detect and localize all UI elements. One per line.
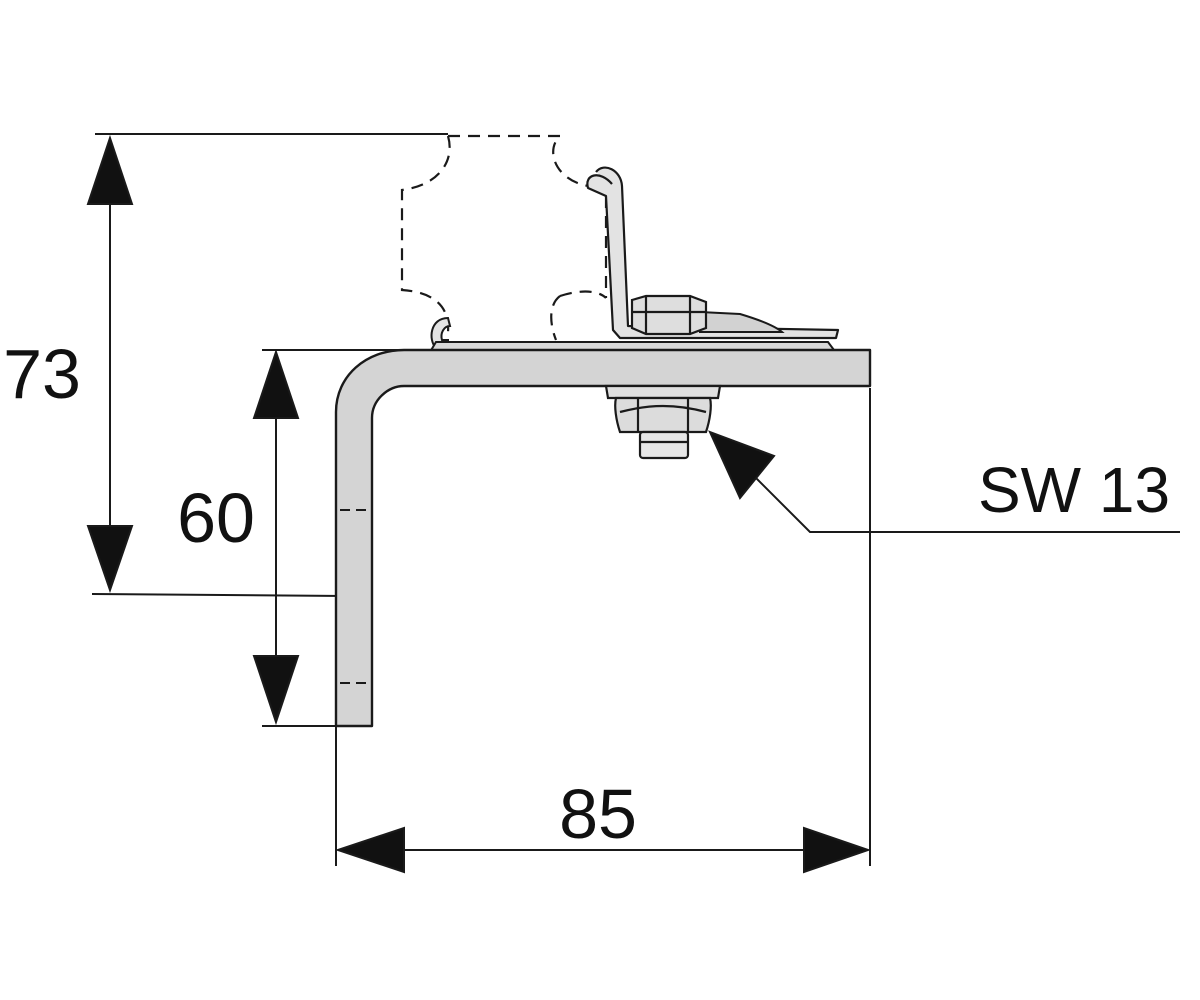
arrow-60-bottom	[252, 655, 300, 726]
leader-sw13	[749, 471, 1180, 533]
bolt-end	[638, 430, 690, 460]
arrow-60-top	[252, 348, 300, 419]
top-nut	[630, 294, 708, 336]
ext-line-bottom-73	[91, 593, 346, 597]
clamp-hook-left	[430, 316, 452, 349]
arrow-85-right	[803, 826, 872, 874]
dimension-lines	[86, 134, 1180, 874]
bottom-nut-assembly	[604, 384, 722, 460]
clamp-wedge	[699, 310, 785, 333]
label-bracket-width: 85	[559, 775, 637, 853]
l-bracket	[334, 348, 872, 728]
clamp-sheet	[586, 166, 840, 340]
hex-nut	[614, 396, 712, 434]
extension-lines	[91, 133, 871, 866]
arrow-73-top	[86, 134, 134, 205]
arrow-85-left	[334, 826, 405, 874]
label-bracket-height: 60	[177, 479, 255, 557]
washer	[604, 384, 722, 400]
label-wrench-size: SW 13	[978, 454, 1170, 526]
dashed-rail-profile	[400, 134, 607, 341]
label-total-height: 73	[3, 335, 81, 413]
arrow-sw13	[708, 430, 776, 500]
arrow-73-bottom	[86, 525, 134, 594]
